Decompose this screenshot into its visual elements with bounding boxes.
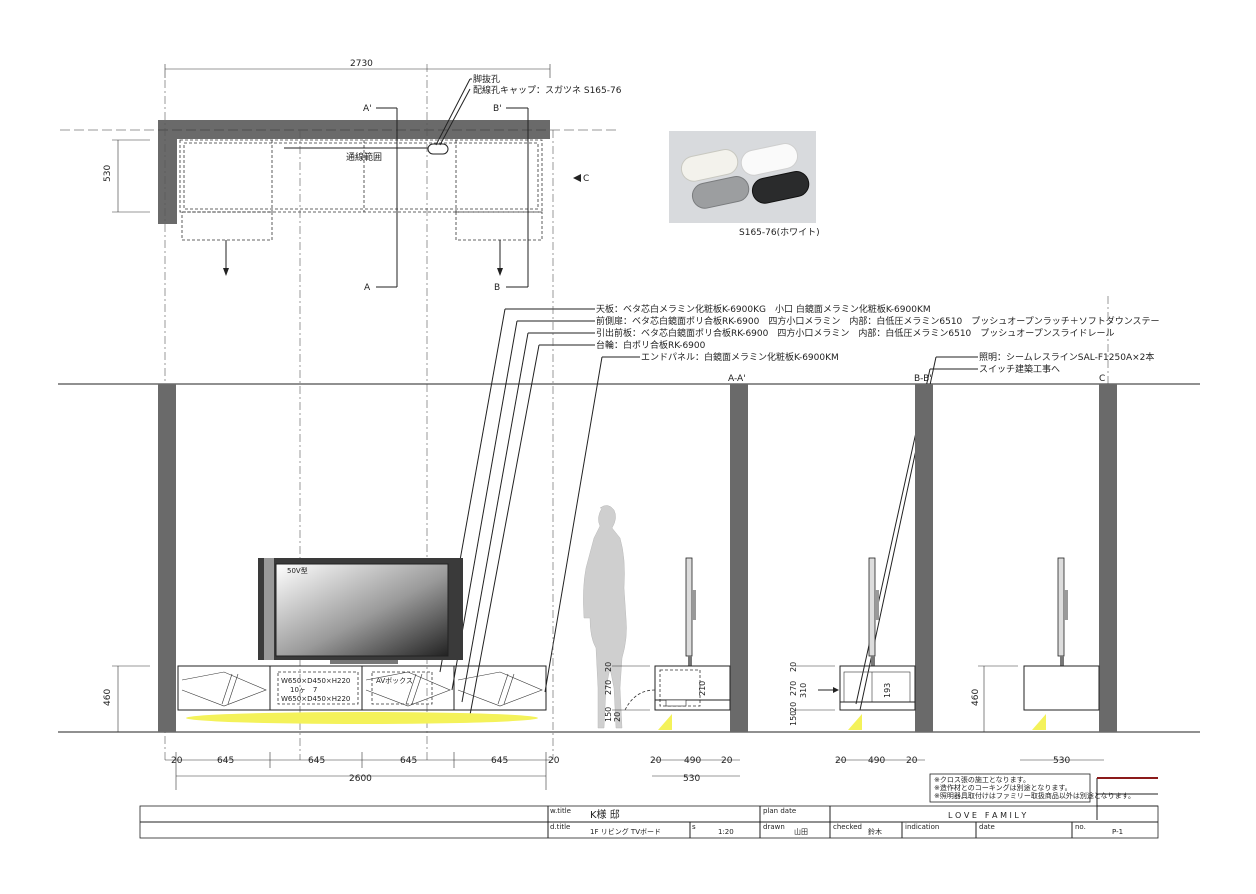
tb-drawn: 山田 — [794, 827, 808, 836]
bb-light — [848, 714, 862, 730]
tb-brand: L O V E F A M I L Y — [948, 811, 1026, 820]
dim-bay-1: 645 — [217, 756, 234, 766]
tb-d-title: 1F リビング TVボード — [590, 827, 661, 836]
c-depth-total: 530 — [1053, 756, 1070, 766]
drawer-label-1: W650×D450×H220 — [281, 677, 350, 685]
elev-left-wall — [158, 384, 176, 732]
tb-drawn-label: drawn — [763, 823, 785, 831]
aa-h-0: 20 — [604, 662, 613, 672]
c-height-dim: 460 — [971, 689, 981, 706]
bb-h-2: 270 — [789, 681, 798, 696]
plan-annot-hole: 脚抜孔 — [473, 73, 500, 85]
material-notes: 天板：ベタ芯白メラミン化粧板K-6900KG 小口 白鏡面メラミン化粧板K-69… — [439, 303, 1160, 716]
remarks-box: ※クロス張の施工となります。 ※造作材とのコーキングは別途となります。 ※照明器… — [929, 773, 1135, 803]
plan-wiring-range: 通線範囲 — [346, 151, 382, 163]
aa-h-3: 20 — [613, 712, 622, 722]
bb-h-0: 310 — [799, 683, 808, 698]
aa-d-1: 490 — [684, 756, 701, 766]
drawer-label-av: AVボックス — [376, 677, 413, 685]
bb-h-1: 20 — [789, 662, 798, 672]
plan-width-dim: 2730 — [350, 59, 373, 69]
tv-screen — [275, 563, 449, 657]
section-bb-label: B-B' — [914, 374, 932, 384]
tb-plan-date-label: plan date — [763, 807, 796, 815]
c-light — [1032, 714, 1046, 730]
aa-light — [658, 714, 672, 730]
aa-d-0: 20 — [650, 756, 662, 766]
marker-c: C — [583, 174, 589, 184]
aa-d-2: 20 — [721, 756, 733, 766]
drawer-label-2: 10ヶ 7 — [290, 686, 317, 694]
cap-white-icon — [680, 149, 739, 182]
dim-total: 2600 — [349, 774, 372, 784]
section-bb: B-B' 310 20 270 20 150 193 20 490 20 — [789, 374, 933, 766]
note-drawer-front: 引出前板：ベタ芯白鏡面ポリ合板RK-6900 四方小口メラミン 内部：白低圧メラ… — [596, 327, 1115, 339]
tb-checked: 鈴木 — [868, 827, 882, 836]
note-lighting: 照明：シームレスラインSAL-F1250A×2本 — [979, 351, 1154, 363]
note-end-panel: エンドパネル：白鏡面メラミン化粧板K-6900KM — [641, 351, 839, 363]
plan-back-wall — [158, 120, 550, 139]
bb-d-0: 20 — [835, 756, 847, 766]
bottom-dimensions: 20 645 645 645 645 20 2600 — [165, 752, 560, 790]
section-aa: A-A' 20 270 150 20 210 20 490 20 530 — [604, 374, 748, 784]
tb-indication-label: indication — [905, 823, 939, 831]
remark-3: ※照明器具取付けはファミリー取扱商品以外は別途となります。 — [934, 791, 1135, 800]
tb-w-title-label: w.title — [550, 807, 571, 815]
dim-bay-3: 645 — [400, 756, 417, 766]
marker-b-bottom: B — [494, 283, 500, 293]
aa-d-total: 530 — [683, 774, 700, 784]
cap-gray-icon — [691, 176, 750, 209]
section-c-label: C — [1099, 374, 1105, 384]
aa-h-2: 150 — [604, 707, 613, 722]
dim-end-left: 20 — [171, 756, 183, 766]
drawer-label-3: W650×D450×H220 — [281, 695, 350, 703]
photo-caption: S165-76(ホワイト) — [739, 227, 820, 238]
tb-scale-label: s — [692, 823, 696, 831]
marker-b-top: B' — [493, 104, 502, 114]
tb-no-label: no. — [1075, 823, 1086, 831]
bb-d-2: 20 — [906, 756, 918, 766]
plan-annot-cap: 配線孔キャップ：スガツネ S165-76 — [473, 84, 622, 96]
bb-d-1: 490 — [868, 756, 885, 766]
remark-1: ※クロス張の施工となります。 — [934, 775, 1030, 784]
aa-h-1: 270 — [604, 680, 613, 695]
section-aa-label: A-A' — [728, 374, 746, 384]
plinth-light — [186, 712, 538, 724]
dim-end-right: 20 — [548, 756, 560, 766]
cap-black-icon — [751, 171, 810, 204]
bb-h-3: 20 — [789, 702, 798, 712]
front-elevation: 50V型 W650×D450×H220 10ヶ 7 W650×D450×H220… — [103, 384, 547, 732]
cap-white2-icon — [740, 143, 799, 176]
title-block: w.title K様 邸 plan date L O V E F A M I L… — [139, 777, 1159, 839]
section-c: C 460 530 — [971, 374, 1117, 766]
plan-left-wall — [158, 120, 177, 224]
marker-a-top: A' — [363, 104, 372, 114]
human-silhouette — [583, 505, 627, 729]
elev-height-dim: 460 — [103, 689, 113, 706]
aa-h-4: 210 — [698, 681, 707, 696]
marker-a-bottom: A — [364, 283, 371, 293]
tb-scale: 1:20 — [718, 828, 734, 836]
tb-checked-label: checked — [833, 823, 862, 831]
note-front-door: 前側扉：ベタ芯白鏡面ポリ合板RK-6900 四方小口メラミン 内部：白低圧メラミ… — [596, 315, 1160, 327]
dim-bay-2: 645 — [308, 756, 325, 766]
remark-2: ※造作材とのコーキングは別途となります。 — [934, 783, 1072, 792]
dim-bay-4: 645 — [491, 756, 508, 766]
tb-no: P-1 — [1112, 828, 1123, 836]
tb-w-title: K様 邸 — [590, 808, 620, 821]
plan-depth-dim: 530 — [103, 165, 113, 182]
plan-view: 2730 通線範囲 530 A' A — [60, 59, 622, 293]
tv-label: 50V型 — [287, 566, 308, 575]
bb-h-5: 193 — [883, 683, 892, 698]
note-top-board: 天板：ベタ芯白メラミン化粧板K-6900KG 小口 白鏡面メラミン化粧板K-69… — [596, 303, 931, 315]
marker-c-arrow — [573, 174, 581, 182]
note-plinth: 台輪：白ポリ合板RK-6900 — [596, 339, 706, 351]
tb-date-label: date — [979, 823, 995, 831]
bb-h-4: 150 — [789, 711, 798, 726]
cap-photo: S165-76(ホワイト) — [669, 131, 820, 238]
note-switch: スイッチ建築工事へ — [979, 363, 1060, 375]
tb-d-title-label: d.title — [550, 823, 570, 831]
